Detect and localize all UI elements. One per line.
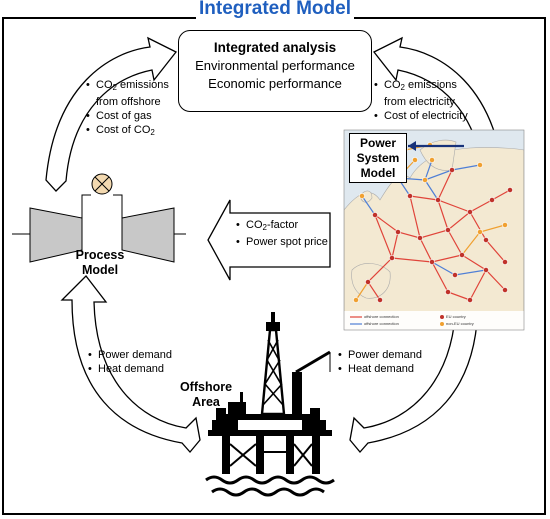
title-background	[196, 6, 354, 28]
list-item: •Heat demand	[88, 363, 165, 375]
integrated-analysis-box: Integrated analysis Environmental perfor…	[178, 30, 372, 112]
list-item: •Heat demand	[338, 363, 415, 375]
list-item: •Cost of gas	[86, 110, 152, 122]
right-bottom-list: •Power demand •Heat demand	[338, 348, 422, 376]
map-legend-noneu: non-EU country	[446, 321, 474, 326]
list-item-continuation: from offshore	[96, 96, 161, 108]
middle-arrow-list: •CO2-factor •Power spot price	[236, 218, 328, 249]
analysis-line-economic: Economic performance	[208, 76, 342, 91]
diagram-title: Integrated Model	[198, 0, 351, 19]
offshore-platform-icon	[205, 312, 335, 497]
list-item: •CO2-factor	[236, 219, 299, 232]
right-top-list: •CO2 emissions from electricity •Cost of…	[374, 78, 468, 123]
list-item: •Power spot price	[236, 236, 328, 248]
combustor-duct	[82, 218, 122, 250]
process-model-label: Process Model	[75, 248, 125, 277]
curved-arrow-bottom-left	[60, 275, 201, 453]
map-legend-offshore: offshore connection	[364, 314, 399, 319]
offshore-area-label: Offshore Area	[179, 380, 233, 409]
straight-arrow-middle	[207, 199, 331, 281]
list-item: •Power demand	[88, 349, 172, 361]
list-item-continuation: from electricity	[384, 96, 455, 108]
list-item: •Power demand	[338, 349, 422, 361]
list-item: •Cost of CO2	[86, 124, 155, 137]
list-item: •CO2 emissions	[374, 79, 457, 92]
list-item: •CO2 emissions	[86, 79, 169, 92]
left-top-list: •CO2 emissions from offshore •Cost of ga…	[86, 78, 169, 140]
list-item: •Cost of electricity	[374, 110, 468, 122]
analysis-heading: Integrated analysis	[213, 40, 337, 55]
analysis-line-environmental: Environmental performance	[195, 58, 355, 73]
map-border	[343, 129, 525, 331]
map-legend-offshore-2: offshore connection	[364, 321, 399, 326]
combustor-pipe	[81, 194, 91, 218]
left-bottom-list: •Power demand •Heat demand	[88, 348, 172, 376]
map-legend-eu: EU country	[446, 314, 466, 319]
power-system-model-label: Power System Model	[349, 133, 407, 183]
curved-arrow-top-left	[45, 36, 178, 192]
